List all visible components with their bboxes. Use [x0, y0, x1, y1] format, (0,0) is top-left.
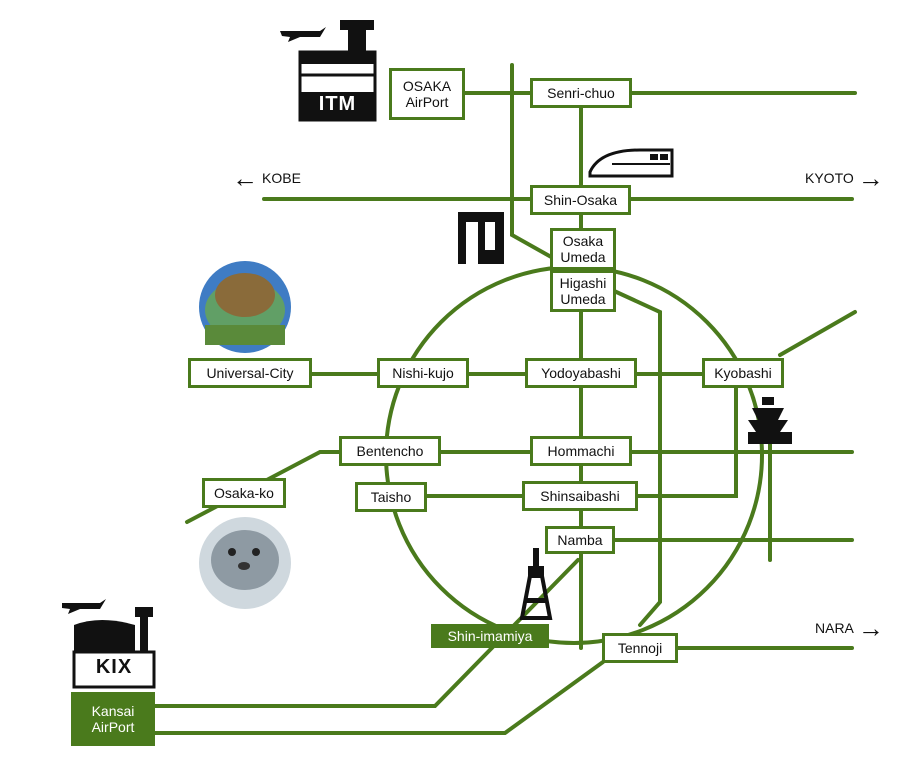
station-kansai-airport[interactable]: Kansai AirPort	[71, 692, 155, 746]
itm-airport-icon	[298, 20, 377, 122]
keihan-line	[778, 310, 857, 357]
direction-kyoto: KYOTO →	[805, 163, 884, 193]
station-bentencho[interactable]: Bentencho	[339, 436, 441, 466]
station-senri-chuo[interactable]: Senri-chuo	[530, 78, 632, 108]
station-osaka-airport[interactable]: OSAKA AirPort	[389, 68, 465, 120]
tsutenkaku-tower-icon	[519, 548, 553, 620]
direction-kyoto-label: KYOTO	[805, 170, 854, 186]
station-osaka-ko[interactable]: Osaka-ko	[202, 478, 286, 508]
shinkansen-icon	[588, 148, 674, 178]
station-namba[interactable]: Namba	[545, 526, 615, 554]
station-shin-osaka[interactable]: Shin-Osaka	[530, 185, 631, 215]
station-kyobashi[interactable]: Kyobashi	[702, 358, 784, 388]
airplane-icon	[280, 27, 326, 42]
itm-code: ITM	[318, 93, 357, 115]
kix-code: KIX	[95, 656, 133, 678]
direction-kobe: ← KOBE	[232, 163, 301, 193]
universal-globe-icon	[199, 261, 291, 353]
station-shin-imamiya[interactable]: Shin-imamiya	[431, 624, 549, 648]
kix-airport-icon	[72, 607, 156, 689]
direction-nara: NARA →	[815, 613, 884, 643]
station-higashi-umeda[interactable]: Higashi Umeda	[550, 270, 616, 312]
airplane-icon	[62, 599, 106, 614]
station-taisho[interactable]: Taisho	[355, 482, 427, 512]
osaka-castle-icon	[748, 397, 792, 444]
station-universal-city[interactable]: Universal-City	[188, 358, 312, 388]
kansai-line-2	[153, 660, 605, 735]
station-osaka-umeda[interactable]: Osaka Umeda	[550, 228, 616, 270]
arrow-left-icon: ←	[232, 163, 258, 193]
kansai-line-1	[153, 558, 580, 708]
direction-kobe-label: KOBE	[262, 170, 301, 186]
arrow-right-icon: →	[857, 613, 884, 643]
seal-photo-icon	[199, 517, 291, 609]
direction-nara-label: NARA	[815, 620, 854, 636]
station-yodoyabashi[interactable]: Yodoyabashi	[525, 358, 637, 388]
hankyu-line	[510, 63, 555, 260]
station-hommachi[interactable]: Hommachi	[530, 436, 632, 466]
umeda-building-icon	[458, 212, 504, 264]
station-tennoji[interactable]: Tennoji	[602, 633, 678, 663]
station-shinsaibashi[interactable]: Shinsaibashi	[522, 481, 638, 511]
station-nishi-kujo[interactable]: Nishi-kujo	[377, 358, 469, 388]
rail-lines	[153, 63, 857, 735]
tanimachi-line	[610, 288, 662, 627]
arrow-right-icon: →	[857, 163, 884, 193]
